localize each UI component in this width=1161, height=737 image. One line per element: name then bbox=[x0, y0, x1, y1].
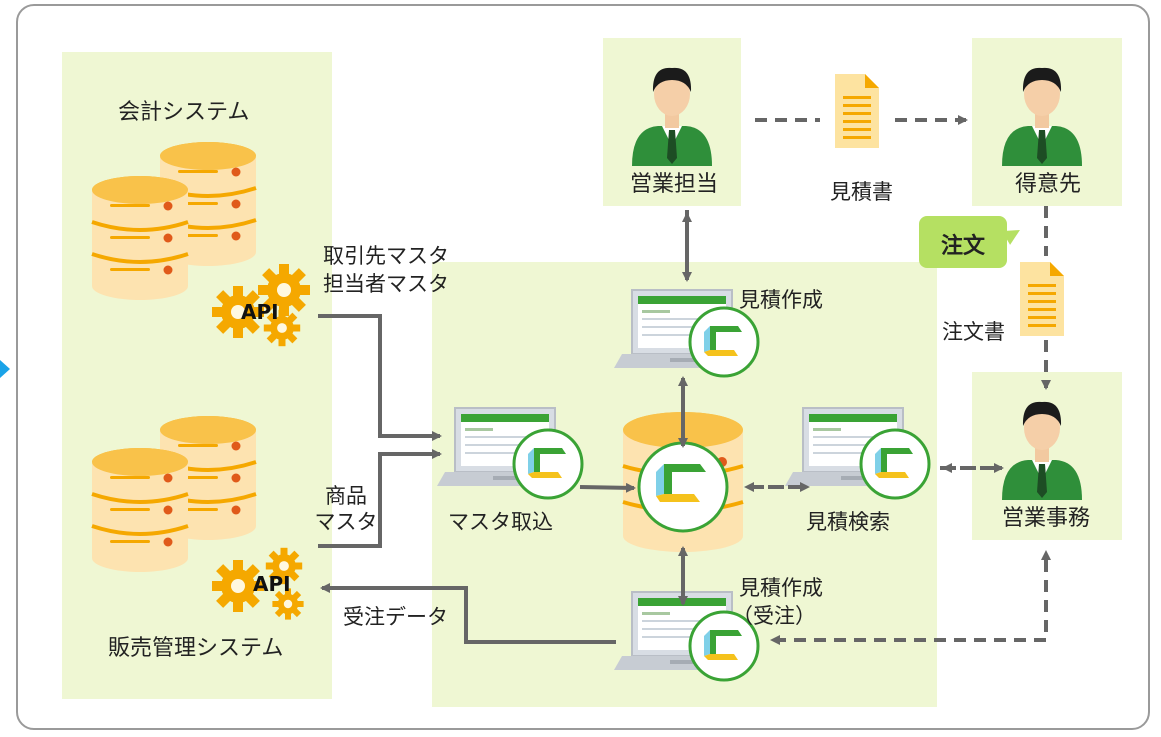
accounting-db-front-icon bbox=[90, 174, 190, 302]
sales-office-person-icon bbox=[1002, 401, 1082, 500]
celf-logo-quote-search-icon bbox=[859, 428, 931, 500]
customer-person-icon bbox=[1002, 67, 1082, 166]
master-import-label: マスタ取込 bbox=[448, 510, 553, 534]
sales-rep-person-icon bbox=[632, 67, 712, 166]
sales-rep-label: 営業担当 bbox=[630, 172, 719, 197]
customer-label: 得意先 bbox=[1015, 172, 1082, 197]
api-bottom-label: API bbox=[253, 572, 291, 596]
quotation-doc-icon bbox=[835, 74, 879, 148]
left-edge-arrow bbox=[0, 360, 10, 378]
sales-office-label: 営業事務 bbox=[1002, 506, 1091, 531]
api-top-label: API bbox=[241, 300, 279, 324]
quote-create-order-label-1: 見積作成 bbox=[739, 576, 823, 600]
product-flow-label-1: 商品 bbox=[325, 484, 367, 508]
quote-create-label: 見積作成 bbox=[739, 288, 823, 312]
order-form-doc-label: 注文書 bbox=[942, 320, 1005, 344]
order-data-label: 受注データ bbox=[343, 605, 448, 629]
quote-create-order-label-2: （受注） bbox=[732, 604, 816, 628]
sales-db-front-icon bbox=[90, 446, 190, 574]
order-form-doc-icon bbox=[1020, 262, 1064, 336]
quotation-doc-label: 見積書 bbox=[830, 180, 893, 204]
order-badge-label: 注文 bbox=[940, 234, 985, 259]
sales-mgmt-system-label: 販売管理システム bbox=[108, 636, 284, 661]
diagram-frame bbox=[16, 4, 1150, 730]
master-flow-label-1: 取引先マスタ bbox=[323, 244, 449, 268]
master-flow-label-2: 担当者マスタ bbox=[323, 272, 449, 296]
product-flow-label-2: マスタ bbox=[314, 510, 378, 534]
celf-logo-quote-create-icon bbox=[688, 306, 760, 378]
celf-logo-master-import-icon bbox=[512, 428, 584, 500]
quote-search-label: 見積検索 bbox=[806, 510, 890, 534]
order-badge: 注文 bbox=[919, 216, 1024, 268]
celf-central-db-icon bbox=[622, 412, 744, 552]
accounting-system-label: 会計システム bbox=[118, 100, 250, 125]
